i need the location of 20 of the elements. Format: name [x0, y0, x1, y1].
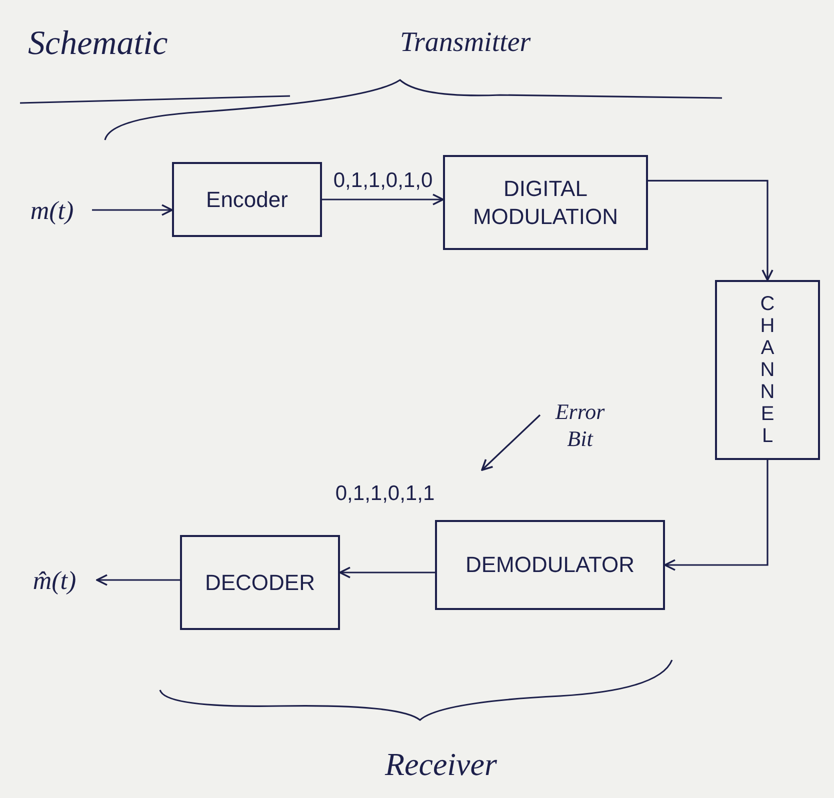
arrow: [92, 204, 173, 216]
edge-label: 0,1,1,0,1,1: [334, 481, 436, 507]
node-label: DEMODULATOR: [465, 551, 635, 579]
group-label: Transmitter: [400, 26, 531, 60]
arrow: [96, 574, 180, 586]
title: Schematic: [28, 24, 168, 64]
node-label: DIGITAL MODULATION: [472, 175, 620, 230]
arrow: [322, 194, 444, 206]
arrow: [339, 566, 435, 578]
group-label: Receiver: [385, 745, 497, 784]
node-label: Error Bit: [554, 398, 606, 452]
leader-arrow: [481, 414, 541, 471]
edge-label: 0,1,1,0,1,0: [332, 168, 434, 194]
node-label: Encoder: [206, 186, 288, 214]
vertical-label: CHANNEL: [759, 293, 776, 447]
node-label: m̂(t): [32, 564, 76, 596]
node-label: m(t): [30, 194, 74, 226]
arrow: [664, 460, 768, 571]
arrow: [648, 180, 774, 281]
node-label: DECODER: [204, 568, 315, 596]
